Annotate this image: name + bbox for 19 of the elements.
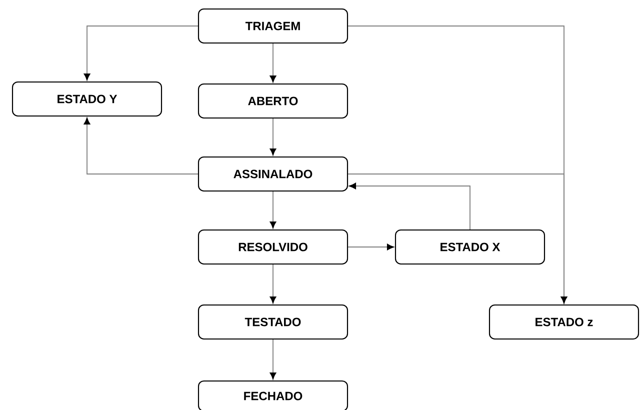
state-box: FECHADO	[198, 380, 348, 410]
arrow	[270, 339, 276, 380]
arrow	[349, 182, 470, 230]
state-box: RESOLVIDO	[198, 229, 348, 265]
state-box: TRIAGEM	[198, 8, 348, 44]
state-box: ABERTO	[198, 83, 348, 119]
arrow	[348, 174, 568, 304]
arrow	[84, 26, 198, 80]
arrow	[348, 244, 394, 250]
arrow	[270, 118, 276, 156]
state-box: TESTADO	[198, 304, 348, 340]
arrow	[270, 43, 276, 82]
arrow	[270, 264, 276, 304]
arrow	[270, 191, 276, 228]
state-box: ASSINALADO	[198, 156, 348, 192]
state-box: ESTADO X	[394, 229, 546, 265]
state-box: ESTADO Y	[12, 81, 162, 117]
state-box: ESTADO z	[488, 304, 640, 340]
arrow	[84, 118, 198, 174]
